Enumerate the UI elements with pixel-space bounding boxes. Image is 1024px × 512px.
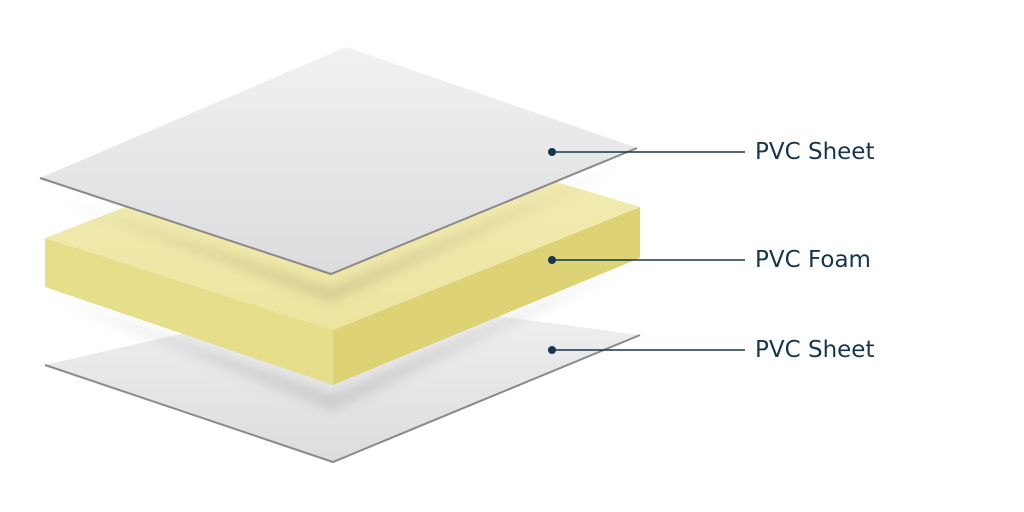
callout-foam: [548, 256, 745, 264]
callout-dot-icon: [548, 256, 556, 264]
callout-dot-icon: [548, 148, 556, 156]
callout-dot-icon: [548, 346, 556, 354]
callout-bottom-sheet: [548, 346, 745, 354]
label-bottom-sheet: PVC Sheet: [755, 337, 875, 363]
label-top-sheet: PVC Sheet: [755, 139, 875, 165]
callout-top-sheet: [548, 148, 745, 156]
top-pvc-sheet: [39, 47, 638, 276]
label-foam: PVC Foam: [755, 247, 871, 273]
